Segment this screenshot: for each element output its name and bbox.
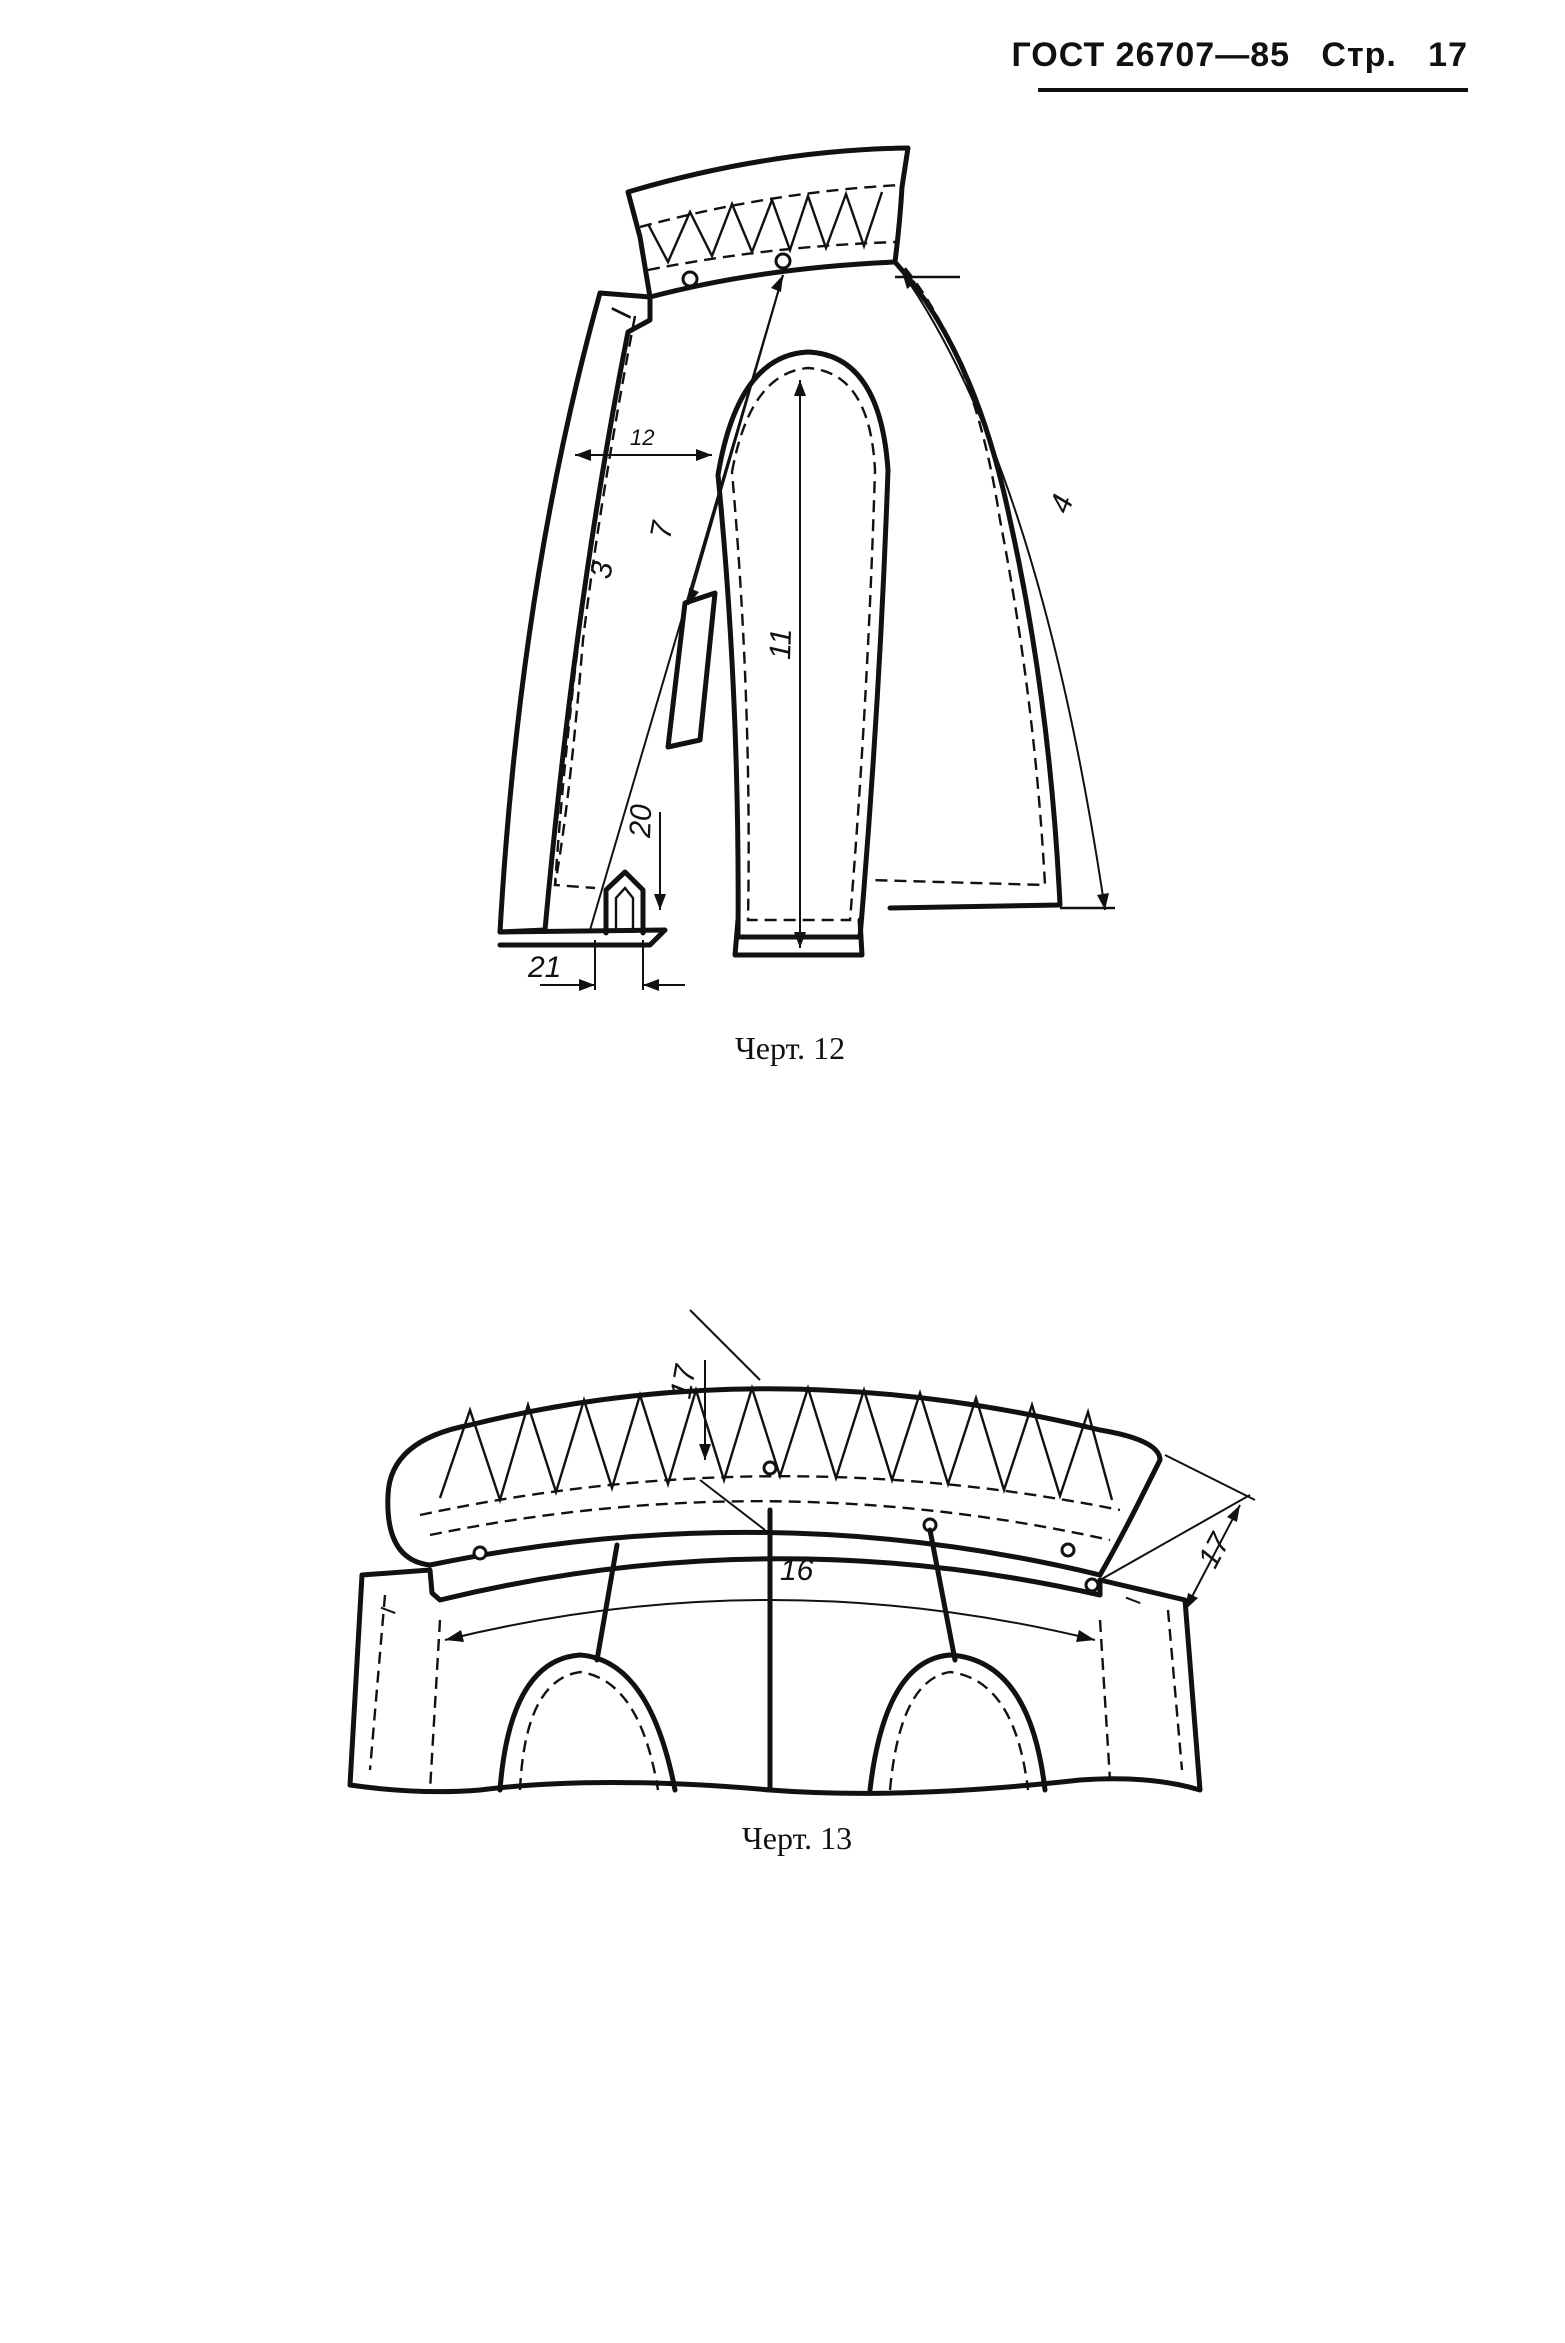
figure-13-caption: Черт. 13 xyxy=(742,1820,853,1856)
fig13-armhole-left xyxy=(497,1652,678,1793)
header-rule xyxy=(1038,88,1468,92)
fig13-collar-outline xyxy=(385,1386,1163,1578)
fig12-label-11: 11 xyxy=(764,628,798,660)
fig13-label-1-right: I xyxy=(1120,1595,1146,1605)
fig12-label-21: 21 xyxy=(527,951,561,984)
fig13-dim-16-line xyxy=(444,1599,1096,1641)
fig12-label-7: 7 xyxy=(644,518,680,541)
fig12-collar-outline xyxy=(625,145,911,300)
fig12-label-3: 3 xyxy=(584,559,619,581)
fig13-label-1-left: I xyxy=(375,1605,401,1615)
page-number: 17 xyxy=(1428,36,1468,74)
fig12-label-20: 20 xyxy=(624,803,658,839)
figure-12-caption: Черт. 12 xyxy=(735,1030,846,1066)
fig12-back-panel xyxy=(887,259,1063,911)
fig12-collar-inner-seam xyxy=(639,183,901,229)
header-text: ГОСТ 26707—85 Стр. 17 xyxy=(1011,36,1468,75)
fig13-label-16: 16 xyxy=(780,1554,814,1587)
standard-number: ГОСТ 26707—85 xyxy=(1011,36,1291,74)
fig12-pocket xyxy=(665,590,718,750)
fig12-label-1: I xyxy=(605,305,639,322)
page-header: ГОСТ 26707—85 Стр. 17 xyxy=(1011,36,1468,96)
fig12-label-12: 12 xyxy=(630,425,654,450)
page-prefix: Стр. xyxy=(1321,36,1397,74)
fig13-back-panel xyxy=(347,1556,1203,1796)
fig13-armhole-right xyxy=(867,1652,1048,1793)
fig12-label-4: 4 xyxy=(1044,490,1081,517)
fig13-label-17-right: 17 xyxy=(1192,1527,1237,1573)
fig13-label-17-top: 17 xyxy=(664,1361,703,1401)
fig12-sleeve xyxy=(715,349,891,940)
fig13-collar-stitching xyxy=(438,1383,1114,1505)
fig12-collar-stitching xyxy=(646,190,884,265)
fig12-belt-loop xyxy=(603,869,646,936)
